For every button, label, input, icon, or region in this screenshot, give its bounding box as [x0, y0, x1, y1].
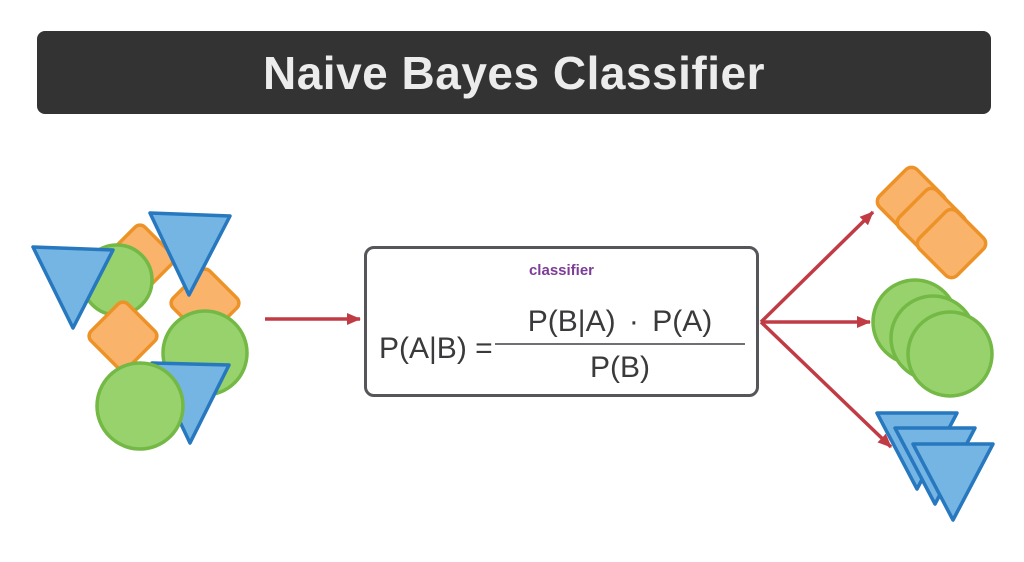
- formula-fraction: P(B|A) · P(A) P(B): [495, 304, 745, 386]
- orange-square-icon: [915, 207, 988, 280]
- output-squares-stack: [875, 165, 988, 280]
- output-arrow-squares: [759, 210, 875, 324]
- formula-denominator: P(B): [590, 351, 650, 384]
- formula-lhs: P(A|B) =: [379, 332, 493, 365]
- output-triangles-stack: [875, 411, 995, 522]
- classifier-label: classifier: [528, 262, 595, 279]
- title-banner: Naive Bayes Classifier: [37, 31, 991, 114]
- orange-square-icon: [87, 300, 159, 372]
- input-shapes-cluster: [31, 211, 249, 451]
- formula-numerator: P(B|A) · P(A): [527, 305, 713, 338]
- page-title: Naive Bayes Classifier: [263, 46, 765, 99]
- green-circle-icon: [906, 310, 994, 398]
- blue-triangle-icon: [148, 211, 232, 297]
- classifier-box: classifier P(A|B) = P(B|A) · P(A) P(B): [364, 246, 759, 397]
- blue-triangle-icon: [31, 245, 115, 330]
- fraction-rule: [495, 343, 745, 345]
- output-circles-stack: [871, 278, 994, 398]
- blue-triangle-icon: [911, 442, 995, 522]
- green-circle-icon: [95, 361, 185, 451]
- output-arrow-triangles: [759, 320, 893, 449]
- flow-arrows: [265, 210, 893, 449]
